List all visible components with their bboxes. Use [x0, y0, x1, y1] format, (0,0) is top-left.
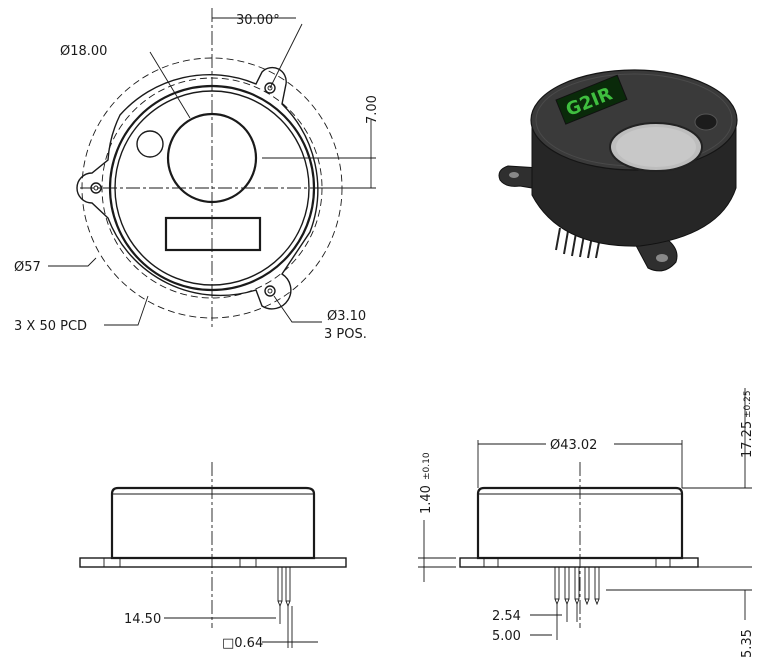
- isometric-view: G2IR: [498, 69, 738, 272]
- window-circle: [166, 112, 258, 204]
- side-left-pin-2-tip: [285, 600, 291, 608]
- flange-thickness-tol: ±0.10: [422, 452, 432, 480]
- mounting-hole-bottom-inner: [267, 288, 273, 294]
- side-right-flange: [459, 557, 699, 568]
- side-left-pin-1-tip: [277, 600, 283, 608]
- mounting-hole-left: [90, 182, 102, 194]
- top-view: 7.00 30.00° Ø18.00 Ø57 3 X 50 PCD Ø3.10 …: [14, 8, 380, 342]
- mounting-hole-top-inner: [267, 85, 273, 91]
- iso-logo-plate: [555, 74, 628, 125]
- body-diameter-label: Ø43.02: [550, 438, 597, 453]
- iso-alignment-hole: [694, 113, 718, 131]
- mounting-hole-top: [264, 82, 276, 94]
- height-label: 17.25: [740, 421, 755, 458]
- height-tol: ±0.25: [743, 390, 753, 418]
- body-inner-circle: [114, 90, 310, 286]
- pin-pitch-label: 2.54: [492, 609, 521, 624]
- iso-flange-left-hole: [509, 172, 519, 178]
- hole-diameter-leader: [273, 295, 322, 323]
- pin-span-label: 5.00: [492, 629, 521, 644]
- mounting-hole-left-inner: [93, 185, 99, 191]
- side-left-pin-1: [277, 566, 283, 602]
- side-view-right: Ø43.02 1.40 ±0.10 17.25 ±0.25 5.35 2.54 …: [418, 388, 755, 658]
- hole-count-label: 3 POS.: [324, 327, 367, 342]
- pcd-label: 3 X 50 PCD: [14, 319, 87, 334]
- side-left-pin-2: [285, 566, 291, 602]
- side-left-body: [110, 486, 316, 560]
- pcd-leader: [104, 295, 149, 326]
- flange-thickness-label: 1.40: [419, 485, 434, 514]
- side-view-left: 14.50 □0.64: [79, 462, 347, 651]
- body-outer-circle: [108, 84, 316, 292]
- hole-diameter-label: Ø3.10: [327, 309, 366, 324]
- pin-square-label: □0.64: [222, 636, 263, 651]
- offset-label: 7.00: [365, 95, 380, 124]
- angle-leader-line: [269, 23, 303, 89]
- pin-offset-label: 14.50: [124, 612, 161, 627]
- flange-outline: [76, 66, 319, 310]
- alignment-hole: [136, 130, 164, 158]
- window-diameter-leader: [149, 51, 191, 119]
- iso-filter-inner: [616, 127, 696, 167]
- side-right-pins: [554, 566, 600, 606]
- mounting-hole-bottom: [264, 285, 276, 297]
- outer-diameter-leader: [48, 257, 97, 267]
- window-diameter-label: Ø18.00: [60, 44, 107, 59]
- side-left-flange: [79, 557, 347, 568]
- angle-label: 30.00°: [236, 13, 280, 28]
- label-rectangle: [164, 216, 262, 252]
- outer-diameter-label: Ø57: [14, 260, 41, 275]
- iso-flange-bottom-hole: [656, 254, 668, 262]
- pin-length-label: 5.35: [740, 629, 755, 658]
